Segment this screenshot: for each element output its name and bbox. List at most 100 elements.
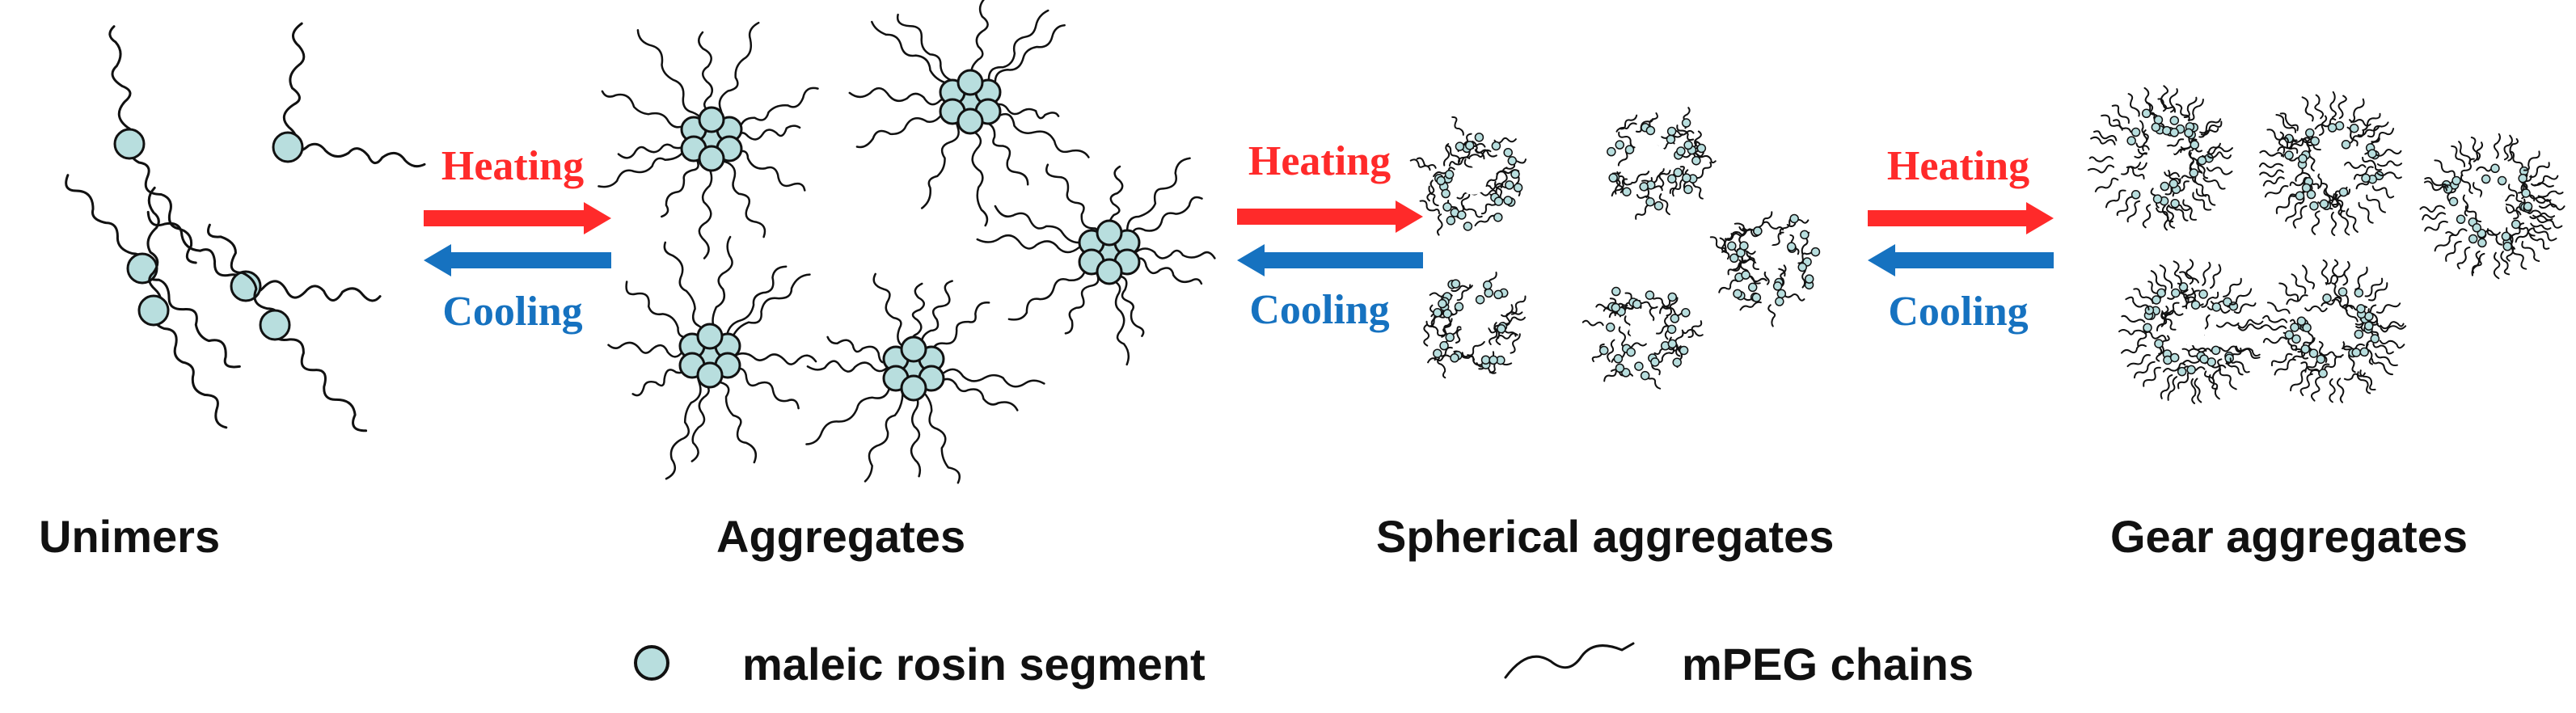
mpeg-chain <box>1451 285 1473 293</box>
mpeg-chain <box>1734 222 1756 234</box>
heating-label-3: Heating <box>1886 143 2030 189</box>
rosin-segment <box>1441 188 1451 199</box>
mpeg-chain <box>1635 118 1654 133</box>
rosin-segment <box>1786 242 1797 251</box>
mpeg-chain <box>2168 88 2178 113</box>
rosin-segment <box>1776 289 1787 299</box>
rosin-segment <box>1650 357 1660 367</box>
mpeg-chain <box>2364 277 2384 297</box>
mpeg-chain <box>1045 163 1104 244</box>
mpeg-chain <box>2331 298 2354 310</box>
rosin-segment <box>1797 262 1807 272</box>
mpeg-chain <box>2206 167 2233 175</box>
mpeg-chain <box>65 174 144 270</box>
mpeg-chain <box>2532 227 2557 242</box>
mpeg-chain <box>2286 294 2308 306</box>
rosin-segment <box>1096 219 1123 247</box>
mpeg-chain <box>2424 177 2449 188</box>
mpeg-chain <box>272 323 368 432</box>
mpeg-chain <box>1423 323 1430 347</box>
rosin-segment <box>1503 147 1513 158</box>
mpeg-chain <box>2160 85 2168 112</box>
rosin-segment <box>1433 308 1442 318</box>
mpeg-chain <box>2126 166 2145 179</box>
rosin-segment <box>1681 118 1691 128</box>
mpeg-chain <box>2311 210 2321 235</box>
mpeg-chain <box>2121 314 2146 323</box>
rosin-segment <box>696 361 724 389</box>
rosin-segment <box>1475 294 1485 305</box>
aggregate-core <box>2146 144 2175 173</box>
rosin-segment <box>1474 133 1484 142</box>
mpeg-chain <box>2198 128 2219 138</box>
rosin-segment <box>2184 128 2194 138</box>
mpeg-chain <box>976 234 1100 254</box>
cooling-arrow-2 <box>1237 244 1423 276</box>
rosin-segment <box>2511 219 2521 230</box>
rosin-segment <box>2497 175 2507 186</box>
spherical-aggregate <box>1607 107 1717 220</box>
aggregate-core <box>1629 316 1657 344</box>
legend-chain-label: mPEG chains <box>1682 639 1974 690</box>
rosin-segment <box>2448 196 2459 207</box>
mpeg-chain <box>1607 339 1615 362</box>
mpeg-chain <box>2302 264 2316 289</box>
mpeg-chain <box>1443 143 1451 167</box>
mpeg-chain <box>2167 376 2178 401</box>
rosin-segment <box>1598 345 1609 356</box>
mpeg-chain <box>2359 369 2376 391</box>
mpeg-chain <box>2362 112 2381 131</box>
mpeg-chain <box>2181 171 2203 179</box>
rosin-segment <box>1624 145 1635 154</box>
rosin-segment <box>1507 156 1518 166</box>
rosin-segment <box>1464 141 1475 150</box>
rosin-segment <box>2349 123 2359 133</box>
rosin-segment <box>1667 339 1678 349</box>
rosin-segment <box>1615 140 1625 150</box>
rosin-segment <box>1513 183 1523 192</box>
rosin-segment <box>2451 175 2461 186</box>
mpeg-chain <box>2279 112 2299 132</box>
spherical-aggregate <box>1423 272 1527 379</box>
rosin-segment <box>1673 167 1683 178</box>
mpeg-chain <box>2358 201 2374 224</box>
rosin-segment <box>2351 348 2361 357</box>
rosin-segment <box>2364 321 2374 331</box>
mpeg-chain <box>2278 282 2299 301</box>
rosin-segment <box>2199 354 2209 364</box>
spherical-aggregate <box>1581 286 1704 390</box>
mpeg-chain <box>2270 352 2293 367</box>
rosin-segment <box>2284 330 2295 340</box>
mpeg-chain <box>2185 289 2200 310</box>
mpeg-chain <box>2211 358 2223 380</box>
rosin-segment <box>2356 304 2366 314</box>
rosin-segment <box>2130 127 2141 137</box>
mpeg-chain <box>2206 151 2232 159</box>
rosin-segment <box>2298 154 2308 163</box>
mpeg-chain <box>2371 128 2395 143</box>
rosin-segment <box>2502 242 2512 251</box>
mpeg-chain <box>2314 117 2337 130</box>
mpeg-chain <box>2087 164 2115 174</box>
rosin-segment <box>696 323 724 350</box>
rosin-segment <box>1438 298 1447 309</box>
rosin-segment <box>2152 194 2163 204</box>
rosin-segment <box>2359 347 2369 357</box>
mpeg-chain <box>1756 211 1773 229</box>
mpeg-chain <box>2094 177 2119 192</box>
mpeg-chain <box>244 280 382 302</box>
rosin-segment <box>1800 230 1810 240</box>
rosin-segment <box>1451 279 1461 289</box>
mpeg-chain <box>2336 378 2345 403</box>
mpeg-chain <box>1657 347 1674 363</box>
mpeg-chain <box>1448 156 1471 167</box>
rosin-segment <box>2518 173 2527 184</box>
mpeg-chain <box>2511 247 2527 270</box>
rosin-segment <box>1096 258 1123 285</box>
mpeg-chain <box>1591 343 1605 362</box>
mpeg-chain <box>1762 221 1784 231</box>
rosin-segment <box>1480 355 1491 365</box>
rosin-segment <box>2316 354 2326 365</box>
spherical-aggregate <box>2262 115 2384 217</box>
mpeg-chain <box>1510 295 1527 315</box>
